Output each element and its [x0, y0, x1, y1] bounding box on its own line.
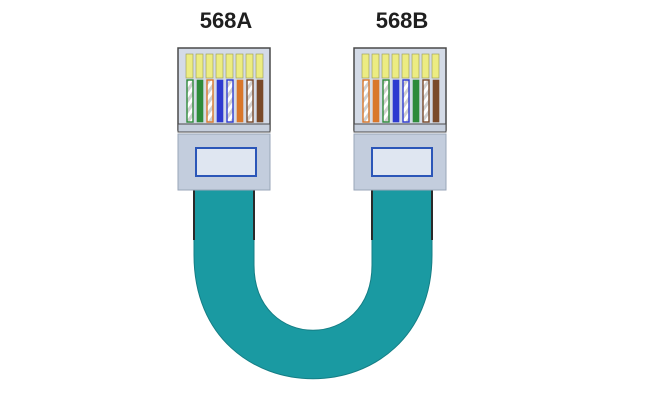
568b-wire-white-green — [382, 79, 390, 123]
568a-contact-3 — [205, 53, 214, 79]
label-568b: 568B — [375, 8, 429, 33]
568a-contact-7 — [245, 53, 254, 79]
568b-wire-white-orange — [362, 79, 370, 123]
plug-568b-latch-window — [371, 147, 433, 177]
568b-contact-6 — [411, 53, 420, 79]
568b-contact-7 — [421, 53, 430, 79]
plug-568a-crimp-bar — [177, 123, 271, 133]
568a-wire-white-brown — [246, 79, 254, 123]
568a-contact-1 — [185, 53, 194, 79]
plug-568a — [177, 47, 271, 191]
568a-wire-green — [196, 79, 204, 123]
plug-568b-wires — [362, 79, 440, 123]
568b-wire-green — [412, 79, 420, 123]
568b-wire-blue — [392, 79, 400, 123]
568b-wire-white-blue — [402, 79, 410, 123]
plug-568a-contacts — [185, 53, 264, 79]
568a-contact-4 — [215, 53, 224, 79]
568b-wire-brown — [432, 79, 440, 123]
plug-568a-wires — [186, 79, 264, 123]
568b-wire-white-brown — [422, 79, 430, 123]
568a-contact-5 — [225, 53, 234, 79]
568a-wire-white-blue — [226, 79, 234, 123]
568b-contact-3 — [381, 53, 390, 79]
568b-contact-8 — [431, 53, 440, 79]
568a-wire-white-green — [186, 79, 194, 123]
plug-568b — [353, 47, 447, 191]
568a-contact-8 — [255, 53, 264, 79]
plug-568b-contacts — [361, 53, 440, 79]
568a-wire-orange — [236, 79, 244, 123]
568b-contact-4 — [391, 53, 400, 79]
568b-contact-5 — [401, 53, 410, 79]
568a-contact-6 — [235, 53, 244, 79]
568a-wire-brown — [256, 79, 264, 123]
568a-contact-2 — [195, 53, 204, 79]
568b-contact-1 — [361, 53, 370, 79]
plug-568a-latch-window — [195, 147, 257, 177]
568a-wire-blue — [216, 79, 224, 123]
568b-wire-orange — [372, 79, 380, 123]
plug-568b-crimp-bar — [353, 123, 447, 133]
left-cable-jacket-end — [194, 190, 254, 238]
label-568a: 568A — [199, 8, 253, 33]
568b-contact-2 — [371, 53, 380, 79]
568a-wire-white-orange — [206, 79, 214, 123]
right-cable-jacket-end — [372, 190, 432, 238]
